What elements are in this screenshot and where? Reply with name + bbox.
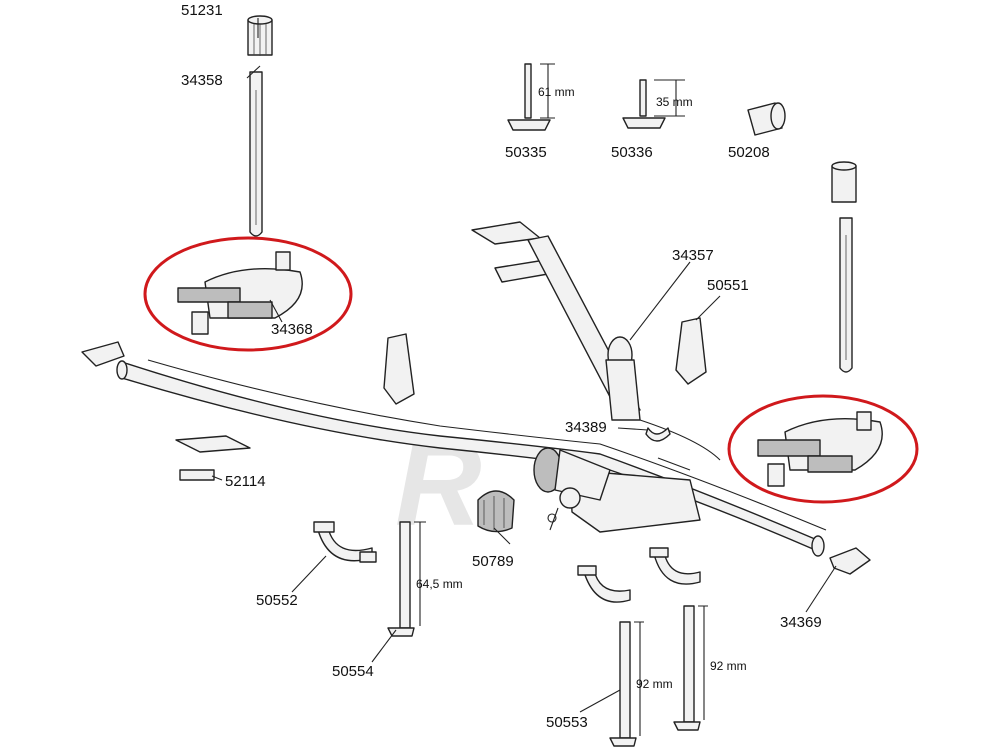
label-part-50553: 50553 <box>546 714 588 731</box>
part-34357-drawing <box>471 221 721 461</box>
part-50551-drawing <box>675 317 707 385</box>
part-34389-drawing <box>645 427 671 442</box>
label-part-50336: 50336 <box>611 144 653 161</box>
dim-92mm-right: 92 mm <box>710 659 747 673</box>
label-part-51231: 51231 <box>181 2 223 19</box>
part-50554-drawing <box>387 521 426 637</box>
label-part-34369: 34369 <box>780 614 822 631</box>
highlight-ring-left <box>143 236 353 352</box>
label-part-50335: 50335 <box>505 144 547 161</box>
label-part-34389: 34389 <box>565 419 607 436</box>
part-50336-drawing <box>622 79 685 129</box>
label-part-34357: 34357 <box>672 247 714 264</box>
u-bracket-pair-drawing <box>577 547 701 603</box>
right-strap-drawing <box>831 161 857 373</box>
part-52114-drawing <box>175 435 251 481</box>
label-part-50208: 50208 <box>728 144 770 161</box>
highlight-ring-right <box>727 394 919 504</box>
part-50335-drawing <box>507 63 555 131</box>
part-50208-drawing <box>747 102 786 136</box>
dim-92mm-left: 92 mm <box>636 677 673 691</box>
label-part-34358: 34358 <box>181 72 223 89</box>
part-34369-drawing <box>829 547 871 575</box>
left-jaw-drawing <box>383 333 415 405</box>
label-part-34368: 34368 <box>271 321 313 338</box>
label-part-50552: 50552 <box>256 592 298 609</box>
wheel-holder-right-drawing <box>757 411 883 487</box>
label-part-50789: 50789 <box>472 553 514 570</box>
label-part-50551: 50551 <box>707 277 749 294</box>
main-rail-drawing <box>116 359 827 557</box>
label-part-52114: 52114 <box>225 473 266 490</box>
part-51231-drawing <box>247 15 273 56</box>
end-cap-left-drawing <box>81 341 125 367</box>
part-34358-drawing <box>249 71 263 237</box>
part-34368-drawing <box>177 251 303 335</box>
part-50553-drawing <box>609 605 708 747</box>
lock-mechanism-drawing <box>533 447 701 533</box>
leader-lines <box>211 18 837 713</box>
dim-61mm: 61 mm <box>538 85 575 99</box>
part-50789-drawing <box>477 490 515 533</box>
dim-35mm: 35 mm <box>656 95 693 109</box>
part-50552-drawing <box>313 521 377 563</box>
dim-64-5mm: 64,5 mm <box>416 577 463 591</box>
label-part-50554: 50554 <box>332 663 374 680</box>
